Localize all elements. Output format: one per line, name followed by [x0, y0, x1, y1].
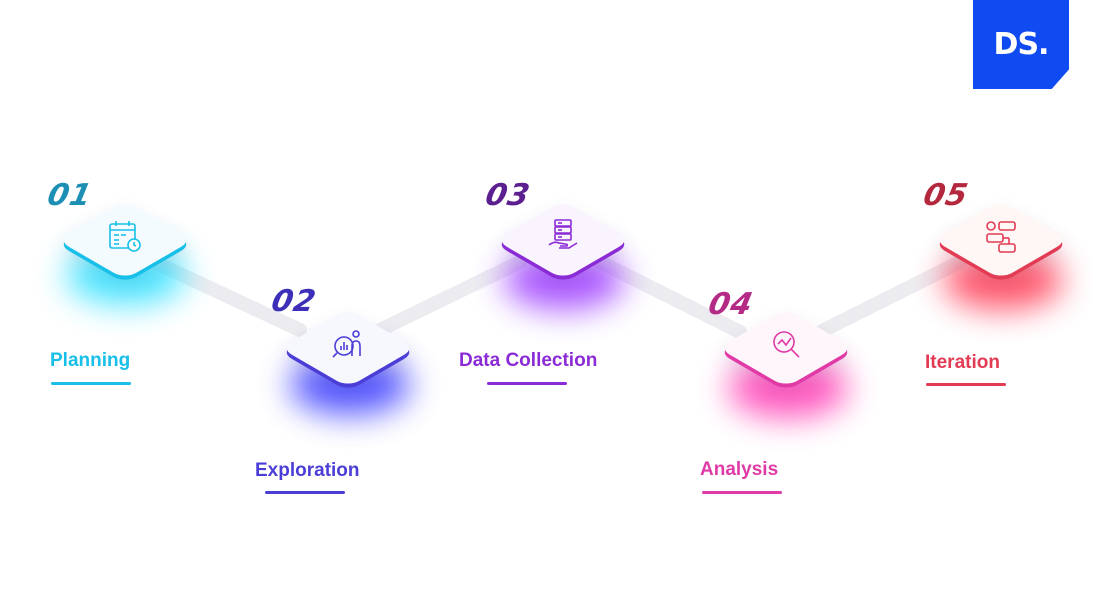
- calendar-clock-icon: [109, 221, 141, 252]
- database-hand-icon: [548, 219, 578, 249]
- step-3-number: 03: [482, 178, 534, 213]
- step-5-label: Iteration: [925, 352, 1000, 373]
- workflow-icon: [986, 221, 1016, 253]
- step-4-number: 04: [705, 287, 757, 322]
- connector-4-5: [813, 255, 967, 339]
- magnifier-chart-icon: [773, 331, 800, 358]
- step-2-underline: [265, 491, 345, 494]
- step-3-underline: [487, 382, 567, 385]
- step-5-number: 05: [920, 178, 972, 213]
- step-4-underline: [702, 491, 782, 494]
- step-4-label: Analysis: [700, 459, 779, 480]
- ds-logo: DS.: [973, 0, 1069, 89]
- step-1-label: Planning: [50, 350, 131, 371]
- step-1-number: 01: [44, 178, 96, 213]
- connector-2-3: [373, 255, 527, 337]
- connector-3-4: [593, 255, 747, 339]
- step-2-label: Exploration: [255, 460, 360, 481]
- data-exploration-icon: [332, 330, 361, 358]
- step-1-underline: [51, 382, 131, 385]
- step-3-label: Data Collection: [459, 350, 598, 371]
- step-2-number: 02: [268, 284, 320, 319]
- step-5-underline: [926, 383, 1006, 386]
